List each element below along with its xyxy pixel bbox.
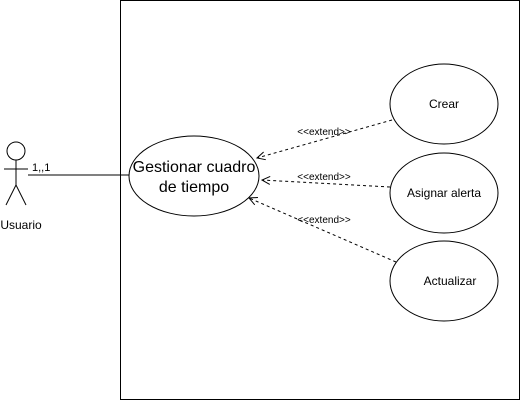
use-case-gestionar-label-line1: Gestionar cuadro [133,159,256,176]
extend-label-crear: <<extend>> [297,127,351,138]
use-case-actualizar [389,240,499,322]
extend-arrow-actualizar [249,198,397,263]
use-case-asignar-alerta [389,152,499,234]
use-case-crear [389,63,499,145]
use-case-actualizar-label: Actualizar [424,274,477,288]
actor-head [6,141,26,161]
extend-label-actualizar: <<extend>> [297,215,351,226]
actor-right-leg [15,184,27,206]
extend-label-asignar-alerta: <<extend>> [297,172,351,183]
actor-name: Usuario [0,218,42,232]
actor-left-leg [5,184,17,206]
extend-arrow-crear [257,119,393,158]
association-multiplicity: 1,,1 [32,162,50,174]
use-case-gestionar [128,135,260,217]
use-case-gestionar-label-line2: de tiempo [159,179,229,196]
use-case-crear-label: Crear [429,97,459,111]
use-case-asignar-alerta-label: Asignar alerta [407,186,481,200]
actor-usuario [4,141,28,206]
